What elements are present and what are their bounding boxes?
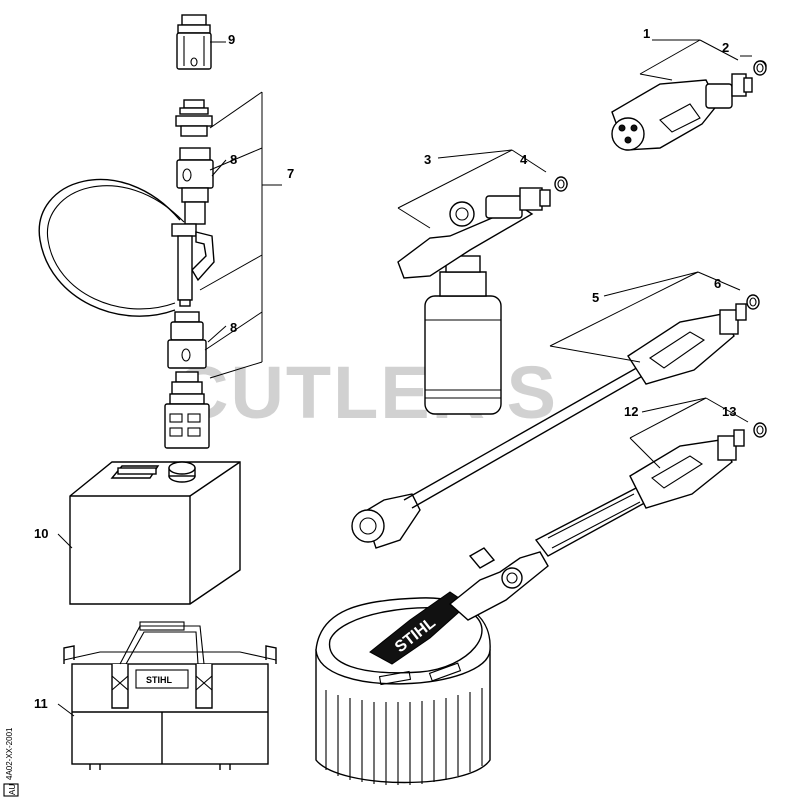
callout-9: 9 <box>228 32 235 47</box>
leader-lines <box>57 39 752 717</box>
callout-10: 10 <box>34 526 48 541</box>
callout-4: 4 <box>520 152 528 167</box>
hose-coupling-upper <box>176 147 214 225</box>
callout-6: 6 <box>714 276 721 291</box>
callouts: 1 2 3 4 5 6 7 8 8 9 10 11 12 13 <box>34 26 736 711</box>
rotary-nozzle <box>611 60 767 151</box>
brush-bristles <box>325 688 483 785</box>
callout-1: 1 <box>643 26 650 41</box>
suction-hose-kit <box>38 14 282 449</box>
connector-nipple <box>175 99 213 137</box>
bag-brand-label: STIHL <box>146 675 173 685</box>
foam-nozzle <box>397 178 568 415</box>
callout-11: 11 <box>34 696 48 711</box>
container <box>69 461 241 605</box>
underbody-spray-lance <box>351 296 759 549</box>
carry-bag: STIHL <box>63 621 277 770</box>
reference-box-text: AU <box>8 784 17 795</box>
reference-code-text: 4A02-XX-2001 <box>5 727 14 780</box>
callout-8-upper: 8 <box>230 152 237 167</box>
callout-8-lower: 8 <box>230 320 237 335</box>
callout-13: 13 <box>722 404 736 419</box>
callout-3: 3 <box>424 152 431 167</box>
o-rings <box>554 60 767 438</box>
callout-5: 5 <box>592 290 599 305</box>
suction-filter <box>164 371 210 449</box>
callout-12: 12 <box>624 404 638 419</box>
callout-2: 2 <box>722 40 729 55</box>
reference-code: 4A02-XX-2001 AU <box>3 727 19 797</box>
hose-clip <box>171 223 215 307</box>
hose-coupling-lower <box>167 311 207 369</box>
rotary-wash-brush: STIHL <box>315 424 766 785</box>
callout-7: 7 <box>287 166 294 181</box>
hose-coupling-top <box>176 14 212 70</box>
